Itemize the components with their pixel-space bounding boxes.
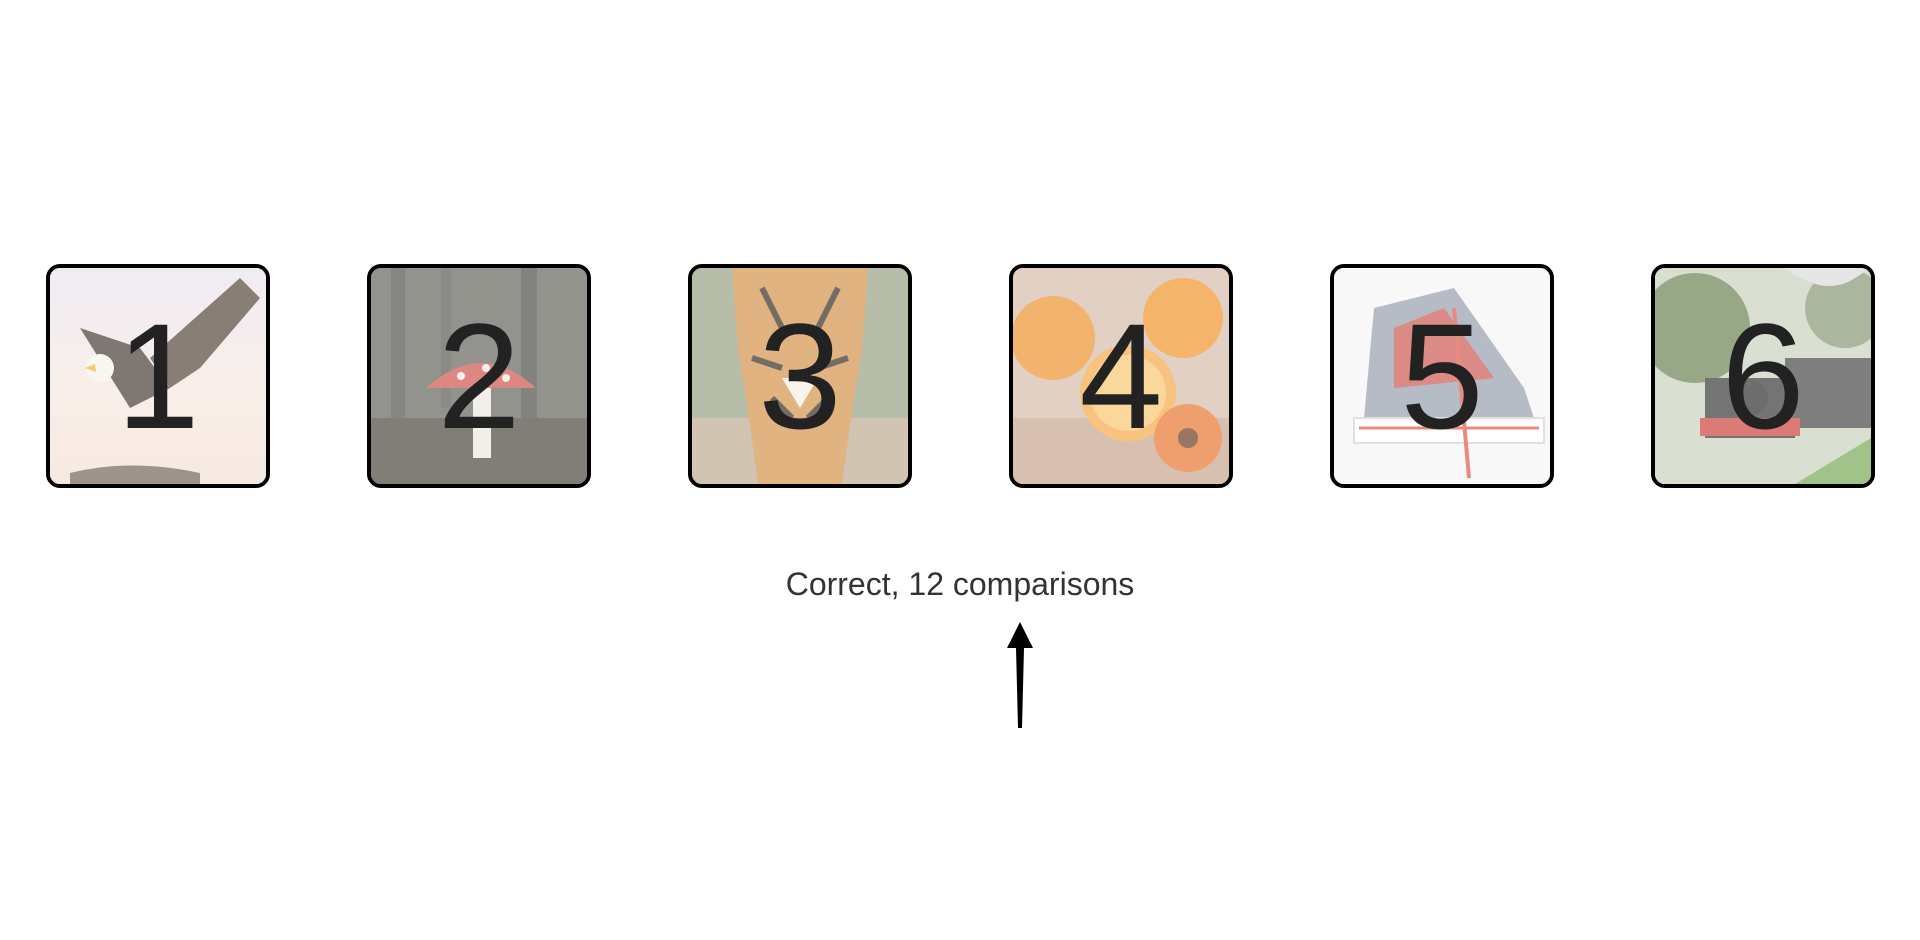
card-overlay bbox=[1013, 268, 1229, 484]
tiger-image bbox=[692, 268, 908, 484]
image-card-2[interactable]: 2 bbox=[367, 264, 591, 488]
train-image bbox=[1655, 268, 1871, 484]
card-number: 1 bbox=[116, 292, 200, 460]
card-number: 5 bbox=[1400, 292, 1484, 460]
mushroom-image bbox=[371, 268, 587, 484]
card-overlay bbox=[692, 268, 908, 484]
card-overlay bbox=[1655, 268, 1871, 484]
card-number: 6 bbox=[1721, 292, 1805, 460]
image-card-5[interactable]: 5 bbox=[1330, 264, 1554, 488]
card-overlay bbox=[371, 268, 587, 484]
eagle-image bbox=[50, 268, 266, 484]
up-arrow-icon bbox=[1007, 622, 1033, 728]
card-number: 4 bbox=[1079, 292, 1163, 460]
status-message: Correct, 12 comparisons bbox=[785, 566, 1135, 602]
card-overlay bbox=[1334, 268, 1550, 484]
sneaker-image bbox=[1334, 268, 1550, 484]
image-card-4[interactable]: 4 bbox=[1009, 264, 1233, 488]
card-number: 3 bbox=[758, 292, 842, 460]
image-card-6[interactable]: 6 bbox=[1651, 264, 1875, 488]
image-card-1[interactable]: 1 bbox=[46, 264, 270, 488]
card-overlay bbox=[50, 268, 266, 484]
orange-image bbox=[1013, 268, 1229, 484]
image-card-3[interactable]: 3 bbox=[688, 264, 912, 488]
card-number: 2 bbox=[437, 292, 521, 460]
